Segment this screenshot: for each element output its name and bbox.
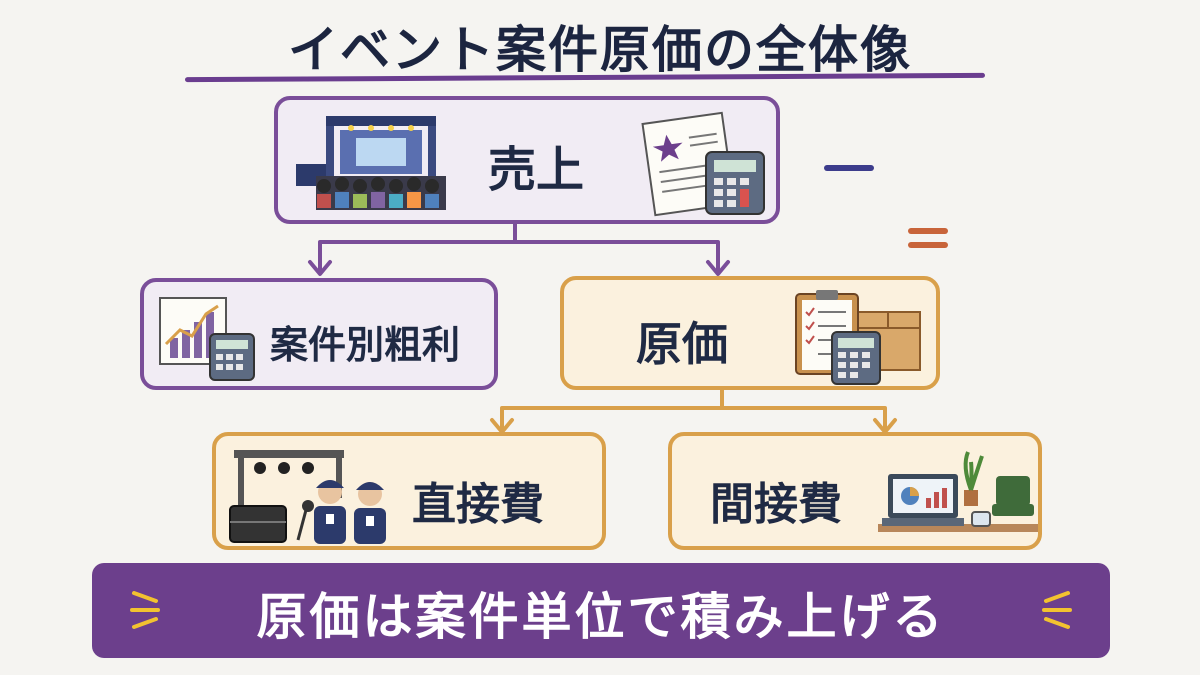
equals-mark-top — [908, 228, 948, 234]
gross-profit-box: 案件別粗利 — [140, 278, 498, 390]
direct-cost-box: 直接費 — [212, 432, 606, 550]
sparkle-left-icon — [126, 585, 166, 635]
bottom-banner: 原価は案件単位で積み上げる — [92, 563, 1110, 658]
concert-stage-icon — [296, 112, 456, 212]
sales-box: 売上 — [274, 96, 780, 224]
sales-label: 売上 — [488, 142, 585, 198]
page-title: イベント案件原価の全体像 — [288, 21, 912, 79]
direct-cost-label: 直接費 — [412, 479, 544, 530]
chart-calculator-icon — [158, 294, 258, 382]
clipboard-box-calculator-icon — [792, 288, 932, 386]
lighting-staff-icon — [226, 444, 396, 546]
equals-mark-bottom — [908, 242, 948, 248]
cost-label: 原価 — [636, 317, 728, 371]
indirect-cost-box: 間接費 — [668, 432, 1042, 550]
invoice-calculator-icon — [638, 110, 768, 218]
cost-box: 原価 — [560, 276, 940, 390]
minus-mark — [824, 165, 874, 171]
office-desk-icon — [878, 446, 1038, 546]
sparkle-right-icon — [1036, 585, 1076, 635]
bottom-message: 原価は案件単位で積み上げる — [256, 588, 946, 646]
gross-profit-label: 案件別粗利 — [270, 323, 461, 367]
indirect-cost-label: 間接費 — [710, 479, 842, 530]
